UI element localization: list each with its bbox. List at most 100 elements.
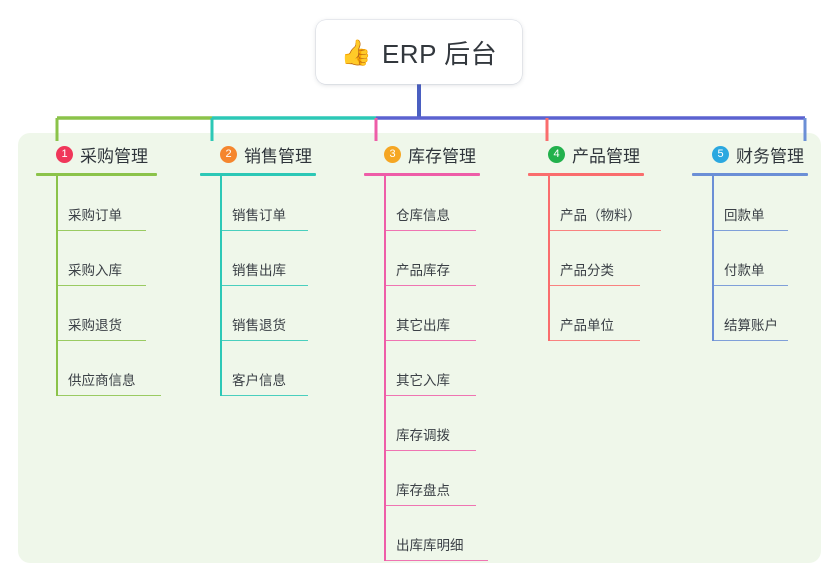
root-title: ERP 后台 bbox=[381, 38, 498, 69]
branch-number-badge: 4 bbox=[548, 145, 565, 163]
branch-spine bbox=[384, 176, 386, 561]
branch-item-rule bbox=[384, 394, 476, 396]
branch-header-rule bbox=[364, 173, 480, 176]
branch-item-rule bbox=[384, 449, 476, 451]
branch-number-badge: 3 bbox=[384, 145, 401, 163]
branch-item-rule bbox=[220, 339, 308, 341]
branches-panel bbox=[18, 133, 821, 563]
branch-item[interactable]: 结算账户 bbox=[692, 286, 808, 341]
branch-item-label: 库存盘点 bbox=[396, 483, 450, 498]
branch-item-rule bbox=[220, 284, 308, 286]
branch-column-1: 1 采购管理采购订单采购入库采购退货供应商信息 bbox=[36, 142, 161, 396]
branch-item-rule bbox=[56, 394, 161, 396]
branch-title: 财务管理 bbox=[736, 146, 804, 166]
branch-item-label: 采购订单 bbox=[68, 208, 122, 223]
branch-item-rule bbox=[56, 339, 146, 341]
thumbs-up-icon: 👍 bbox=[340, 37, 372, 67]
branch-item-label: 仓库信息 bbox=[396, 208, 450, 223]
branch-item-rule bbox=[384, 504, 476, 506]
branch-header-rule bbox=[36, 173, 157, 176]
branch-item-rule bbox=[384, 339, 476, 341]
branch-item[interactable]: 产品单位 bbox=[528, 286, 644, 341]
branch-item-rule bbox=[384, 559, 488, 561]
branch-item-list: 销售订单销售出库销售退货客户信息 bbox=[200, 176, 316, 396]
branch-title: 采购管理 bbox=[80, 146, 148, 166]
branch-item[interactable]: 其它出库 bbox=[364, 286, 480, 341]
branch-item-list: 产品（物料） 产品分类产品单位 bbox=[528, 176, 661, 341]
branch-column-2: 2 销售管理销售订单销售出库销售退货客户信息 bbox=[200, 142, 316, 396]
branch-item-rule bbox=[712, 229, 788, 231]
branch-item[interactable]: 仓库信息 bbox=[364, 176, 480, 231]
branch-item-rule bbox=[548, 229, 661, 231]
branch-item[interactable]: 产品库存 bbox=[364, 231, 480, 286]
branch-item-label: 产品（物料） bbox=[560, 208, 641, 223]
branch-spine bbox=[56, 176, 58, 396]
branch-item-label: 产品分类 bbox=[560, 263, 614, 278]
branch-header-3[interactable]: 3 库存管理 bbox=[364, 142, 480, 166]
branch-item-rule bbox=[712, 339, 788, 341]
branch-item-label: 产品单位 bbox=[560, 318, 614, 333]
branch-item[interactable]: 其它入库 bbox=[364, 341, 480, 396]
branch-item-rule bbox=[548, 339, 640, 341]
branch-item-label: 销售退货 bbox=[232, 318, 286, 333]
branch-item-label: 付款单 bbox=[724, 263, 765, 278]
branch-item[interactable]: 产品（物料） bbox=[528, 176, 661, 231]
branch-item[interactable]: 采购退货 bbox=[36, 286, 157, 341]
branch-item-label: 产品库存 bbox=[396, 263, 450, 278]
branch-item-rule bbox=[712, 284, 788, 286]
branch-header-rule bbox=[200, 173, 316, 176]
branch-item-list: 采购订单采购入库采购退货供应商信息 bbox=[36, 176, 161, 396]
branch-number-badge: 2 bbox=[220, 145, 237, 163]
branch-item-list: 仓库信息产品库存其它出库其它入库库存调拨库存盘点出库库明细 bbox=[364, 176, 488, 561]
branch-item[interactable]: 出库库明细 bbox=[364, 506, 488, 561]
branch-item-rule bbox=[56, 284, 146, 286]
branch-header-2[interactable]: 2 销售管理 bbox=[200, 142, 316, 166]
branch-item[interactable]: 供应商信息 bbox=[36, 341, 161, 396]
branch-spine bbox=[712, 176, 714, 341]
branch-item-label: 销售出库 bbox=[232, 263, 286, 278]
branch-spine bbox=[220, 176, 222, 396]
branch-item-rule bbox=[548, 284, 640, 286]
branch-item-rule bbox=[56, 229, 146, 231]
branch-header-5[interactable]: 5 财务管理 bbox=[692, 142, 808, 166]
branch-item[interactable]: 销售出库 bbox=[200, 231, 316, 286]
branch-item-label: 采购退货 bbox=[68, 318, 122, 333]
branch-item[interactable]: 库存调拨 bbox=[364, 396, 480, 451]
branch-item-label: 库存调拨 bbox=[396, 428, 450, 443]
branch-item[interactable]: 产品分类 bbox=[528, 231, 644, 286]
branch-item-label: 出库库明细 bbox=[396, 538, 464, 553]
branch-item[interactable]: 付款单 bbox=[692, 231, 808, 286]
branch-item-label: 客户信息 bbox=[232, 373, 286, 388]
branch-item[interactable]: 销售订单 bbox=[200, 176, 316, 231]
branch-header-4[interactable]: 4 产品管理 bbox=[528, 142, 644, 166]
branch-spine bbox=[548, 176, 550, 341]
branch-item[interactable]: 回款单 bbox=[692, 176, 808, 231]
branch-item-label: 结算账户 bbox=[724, 318, 778, 333]
branch-item-rule bbox=[220, 229, 308, 231]
branch-item-list: 回款单付款单结算账户 bbox=[692, 176, 808, 341]
branch-item-label: 采购入库 bbox=[68, 263, 122, 278]
branch-item[interactable]: 销售退货 bbox=[200, 286, 316, 341]
branch-number-badge: 5 bbox=[712, 145, 729, 163]
branch-item-label: 其它出库 bbox=[396, 318, 450, 333]
branch-item[interactable]: 客户信息 bbox=[200, 341, 316, 396]
branch-title: 销售管理 bbox=[244, 146, 312, 166]
branch-header-rule bbox=[692, 173, 808, 176]
branch-column-3: 3 库存管理仓库信息产品库存其它出库其它入库库存调拨库存盘点出库库明细 bbox=[364, 142, 488, 561]
branch-item-rule bbox=[220, 394, 308, 396]
branch-title: 产品管理 bbox=[572, 146, 640, 166]
branch-title: 库存管理 bbox=[408, 146, 476, 166]
branch-header-1[interactable]: 1 采购管理 bbox=[36, 142, 157, 166]
branch-item[interactable]: 采购入库 bbox=[36, 231, 157, 286]
branch-item-label: 销售订单 bbox=[232, 208, 286, 223]
branch-item-rule bbox=[384, 284, 476, 286]
branch-item-label: 其它入库 bbox=[396, 373, 450, 388]
branch-item-rule bbox=[384, 229, 476, 231]
branch-column-5: 5 财务管理回款单付款单结算账户 bbox=[692, 142, 808, 341]
branch-header-rule bbox=[528, 173, 644, 176]
branch-item[interactable]: 采购订单 bbox=[36, 176, 157, 231]
branch-number-badge: 1 bbox=[56, 145, 73, 163]
branch-item[interactable]: 库存盘点 bbox=[364, 451, 480, 506]
root-node[interactable]: 👍 ERP 后台 bbox=[316, 20, 522, 84]
